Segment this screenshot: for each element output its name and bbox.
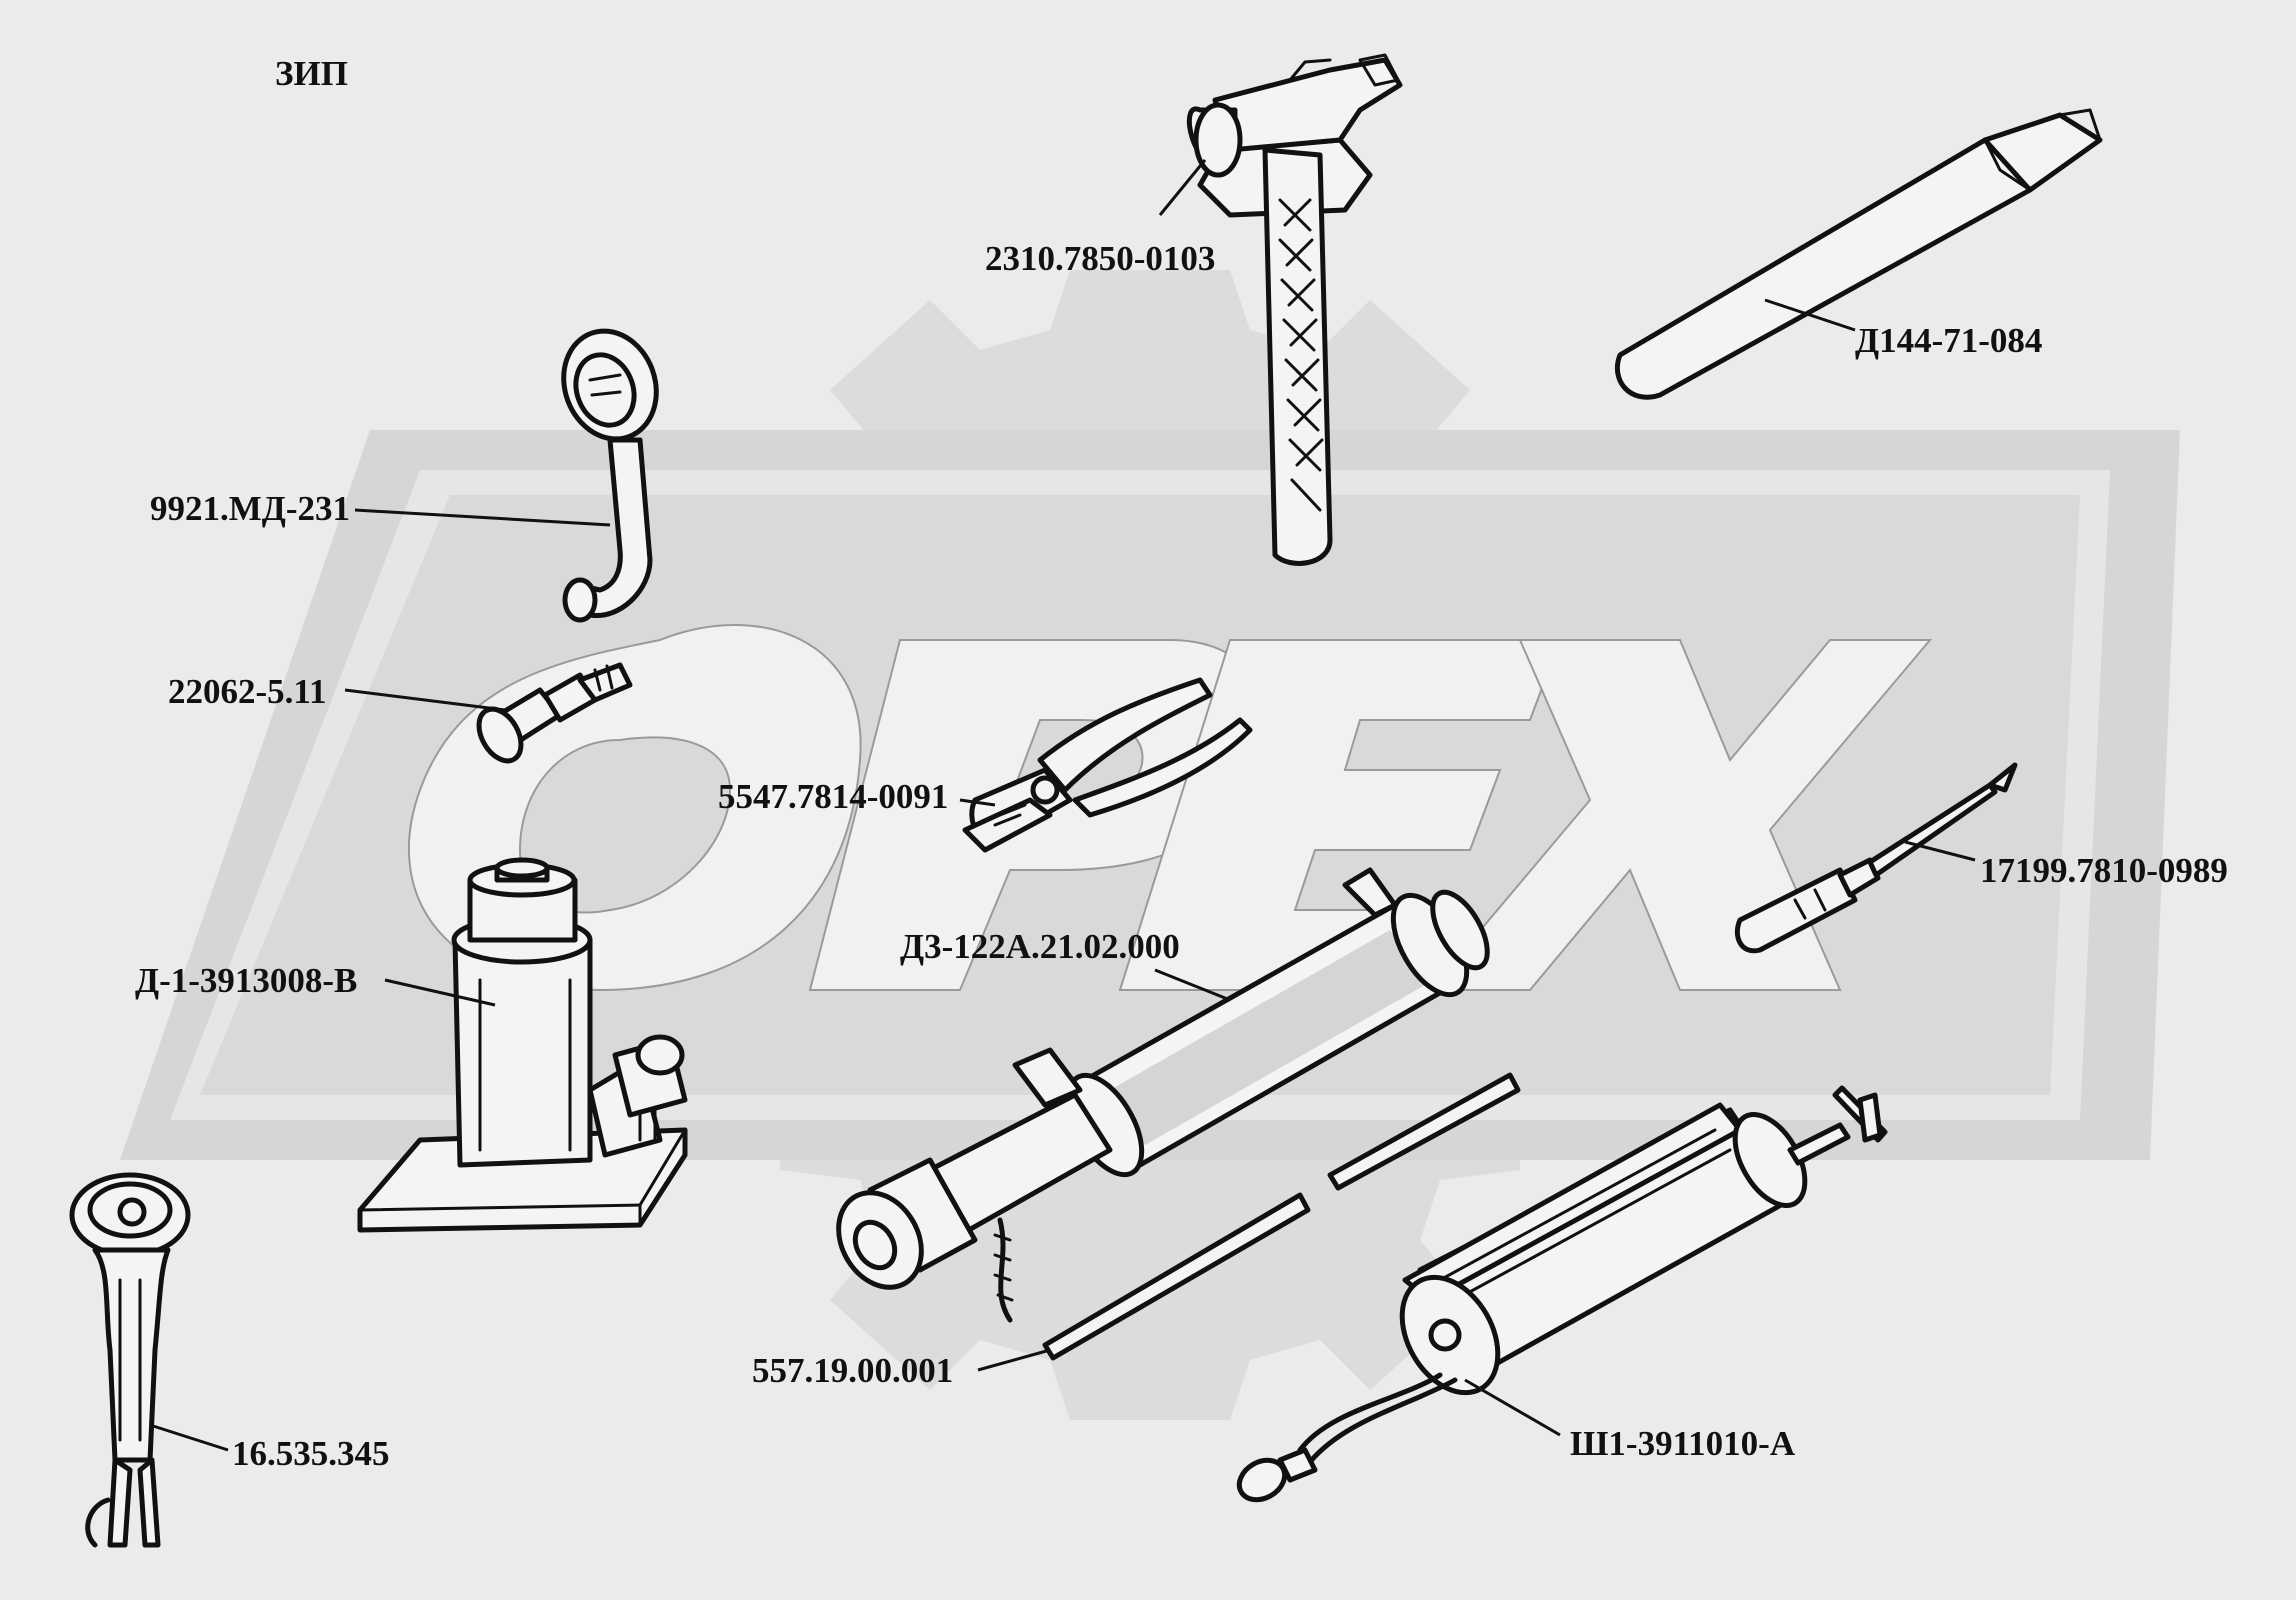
wheel-wrench-label: 16.535.345 xyxy=(232,1434,390,1473)
grease-gun-label: Ш1-3911010-А xyxy=(1570,1424,1796,1463)
pump-label: Д3-122А.21.02.000 xyxy=(900,927,1180,966)
jack-label: Д-1-3913008-В xyxy=(135,961,357,1000)
pliers-label: 5547.7814-0091 xyxy=(718,777,948,816)
wheel-wrench-drawing xyxy=(69,1172,191,1548)
ring-wrench-drawing xyxy=(561,328,659,623)
ring-wrench-label: 9921.МД-231 xyxy=(150,489,350,528)
screwdriver-label: 17199.7810-0989 xyxy=(1980,851,2228,890)
rod-drawing xyxy=(1042,1072,1521,1361)
hammer-label: 2310.7850-0103 xyxy=(985,239,1215,278)
watermark-logo xyxy=(120,270,2180,1420)
hammer-drawing xyxy=(1186,53,1403,566)
grease-gun-drawing xyxy=(1236,1085,1888,1503)
pump-drawing xyxy=(836,867,1490,1323)
jack-drawing xyxy=(357,857,688,1233)
rod-label: 557.19.00.001 xyxy=(752,1351,953,1390)
pliers-drawing xyxy=(962,677,1253,853)
chisel-label: Д144-71-084 xyxy=(1855,321,2042,360)
nipple-label: 22062-5.11 xyxy=(168,672,326,711)
nipple-drawing xyxy=(476,662,633,764)
diagram-title: ЗИП xyxy=(275,54,348,93)
chisel-drawing xyxy=(1614,108,2103,400)
screwdriver-drawing xyxy=(1734,762,2018,954)
